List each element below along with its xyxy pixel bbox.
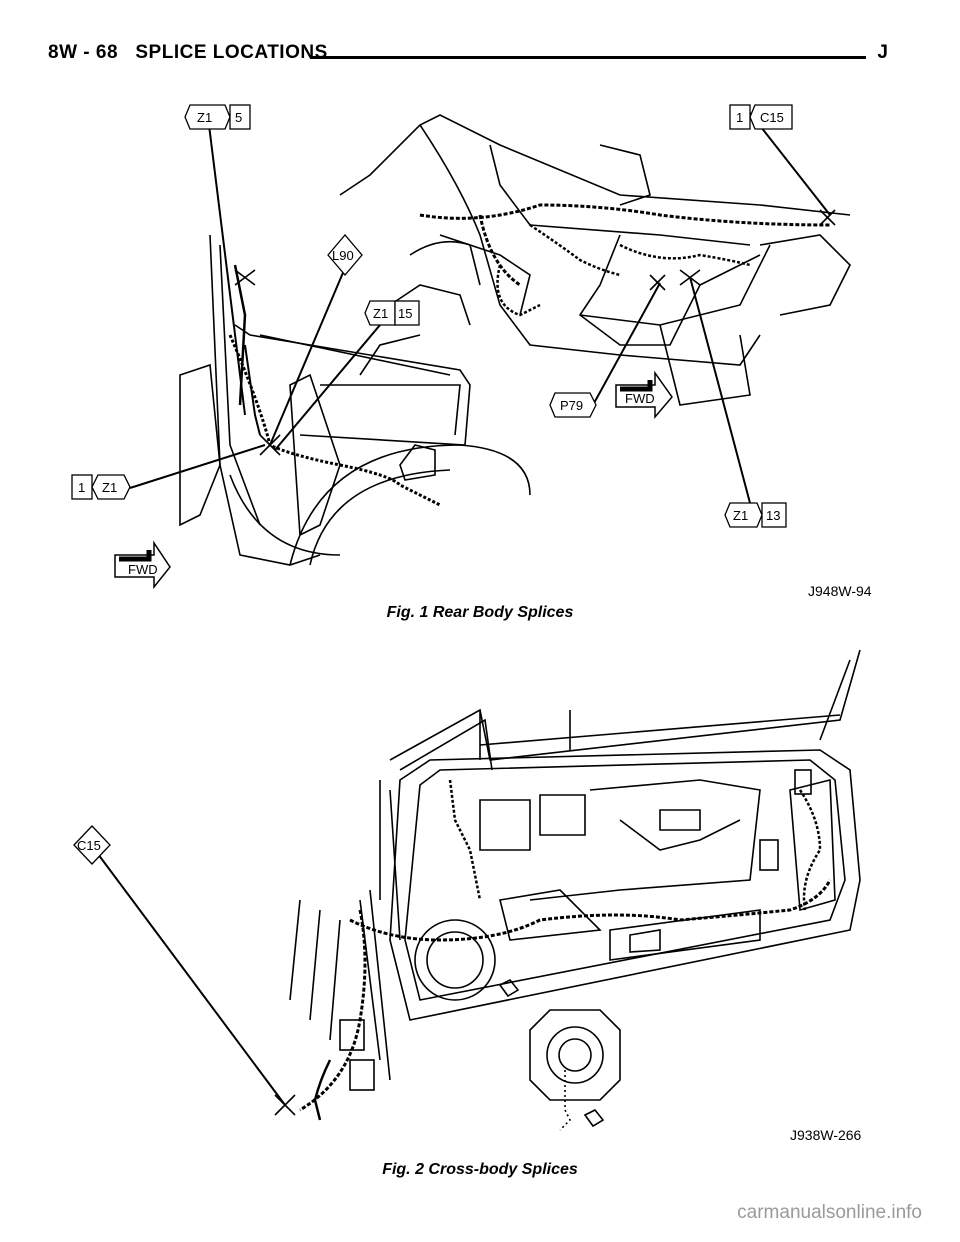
callout-c15-fig2-label: C15	[77, 838, 101, 853]
section-number: 8W - 68	[48, 42, 119, 63]
header-rule	[310, 56, 866, 59]
figure-2-caption: Fig. 2 Cross-body Splices	[382, 1161, 578, 1178]
callout-z1-5-right: 5	[235, 110, 242, 125]
callout-z1-13: Z1 13	[724, 502, 787, 528]
fwd-arrow-bottom: FWD	[114, 540, 171, 590]
callout-l90: L90	[327, 233, 363, 277]
fwd-label-top: FWD	[625, 391, 655, 406]
page-header: 8W - 68 SPLICE LOCATIONS J	[48, 42, 888, 78]
callout-c15-fig2: C15	[73, 825, 111, 865]
watermark: carmanualsonline.info	[737, 1202, 922, 1223]
callout-c15-left: 1	[736, 110, 743, 125]
figure-2-code: J938W-266	[790, 1127, 862, 1143]
callout-p79-label: P79	[560, 398, 583, 413]
callout-l90-label: L90	[332, 248, 354, 263]
section-title: 8W - 68 SPLICE LOCATIONS	[48, 42, 328, 64]
callout-z1-13-left: Z1	[733, 508, 748, 523]
callout-1-c15: 1 C15	[729, 104, 793, 130]
section-name: SPLICE LOCATIONS	[135, 42, 328, 63]
callout-1-z1-right: Z1	[102, 480, 117, 495]
callout-z1-15-left: Z1	[373, 306, 388, 321]
figure-1-code: J948W-94	[808, 583, 872, 599]
callout-z1-15: Z1 15	[364, 300, 420, 326]
callout-z1-5-left: Z1	[197, 110, 212, 125]
callout-1-z1: 1 Z1	[71, 474, 131, 500]
figure-1-caption: Fig. 1 Rear Body Splices	[386, 604, 574, 621]
fwd-label-bottom: FWD	[128, 562, 158, 577]
callout-1-z1-left: 1	[78, 480, 85, 495]
cross-body-drawing: C15	[73, 649, 861, 1131]
callout-z1-5: Z1 5	[184, 104, 251, 130]
header-marker: J	[877, 42, 888, 63]
figure-2-illustration: C15	[60, 640, 880, 1140]
callout-z1-15-right: 15	[398, 306, 412, 321]
callout-c15-right: C15	[760, 110, 784, 125]
callout-z1-13-right: 13	[766, 508, 780, 523]
callout-p79: P79	[549, 392, 597, 418]
fwd-arrow-top: FWD	[615, 370, 673, 420]
rear-body-drawing: FWD FWD Z1 5 1 C15 L90 Z1 15	[71, 104, 851, 590]
figure-1-illustration: FWD FWD Z1 5 1 C15 L90 Z1 15	[60, 85, 900, 605]
